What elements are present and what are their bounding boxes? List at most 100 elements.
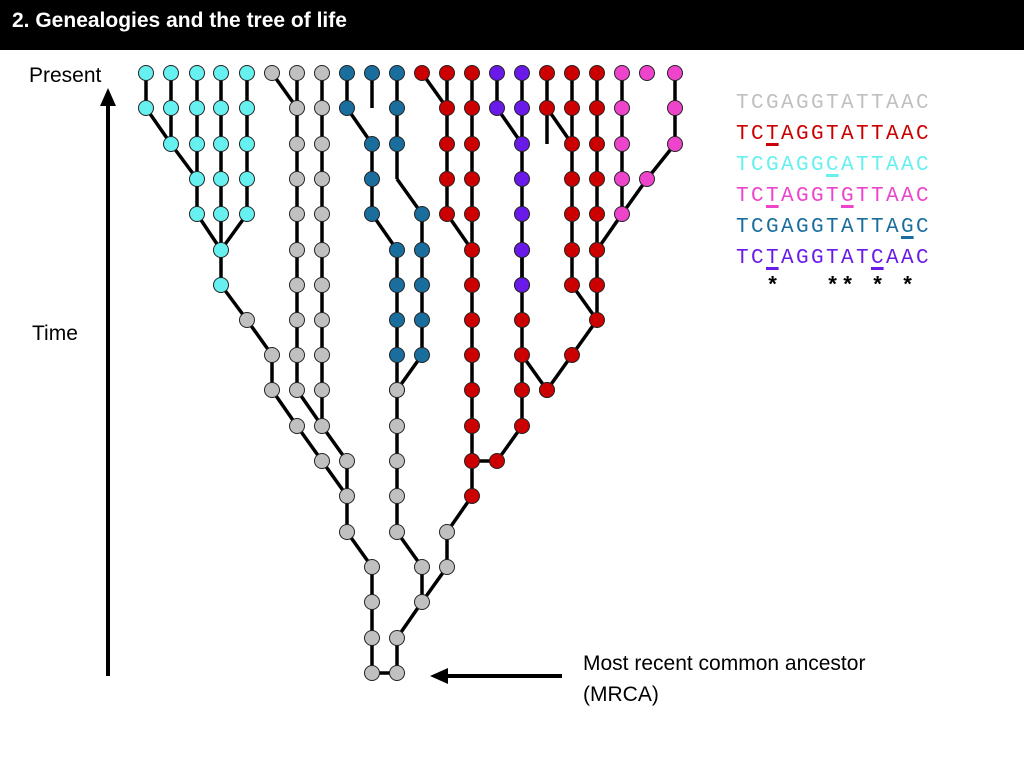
mrca-arrow-head-icon: [430, 668, 448, 684]
tree-node: [614, 206, 630, 222]
tree-node: [314, 136, 330, 152]
tree-node: [163, 136, 179, 152]
tree-node: [289, 65, 305, 81]
tree-node: [514, 242, 530, 258]
present-label: Present: [29, 64, 102, 87]
tree-node: [314, 206, 330, 222]
tree-node: [239, 65, 255, 81]
tree-node: [667, 65, 683, 81]
tree-node: [364, 171, 380, 187]
tree-node: [314, 242, 330, 258]
tree-node: [389, 100, 405, 116]
tree-node: [464, 312, 480, 328]
tree-node: [189, 65, 205, 81]
tree-node: [389, 347, 405, 363]
tree-node: [213, 277, 229, 293]
tree-node: [389, 524, 405, 540]
tree-node: [514, 347, 530, 363]
tree-node: [514, 136, 530, 152]
tree-node: [589, 277, 605, 293]
tree-node: [389, 242, 405, 258]
tree-node: [189, 136, 205, 152]
tree-node: [489, 100, 505, 116]
tree-node: [414, 242, 430, 258]
tree-node: [564, 171, 580, 187]
tree-node: [314, 347, 330, 363]
slide-title: 2. Genealogies and the tree of life: [12, 9, 347, 32]
tree-node: [589, 242, 605, 258]
tree-node: [364, 594, 380, 610]
tree-nodes: [138, 65, 683, 681]
mrca-label-line2: (MRCA): [583, 683, 659, 706]
tree-node: [389, 488, 405, 504]
tree-node: [389, 136, 405, 152]
tree-node: [138, 65, 154, 81]
tree-node: [439, 171, 455, 187]
tree-node: [389, 665, 405, 681]
tree-node: [414, 277, 430, 293]
tree-node: [514, 65, 530, 81]
tree-node: [514, 418, 530, 434]
tree-node: [339, 100, 355, 116]
tree-node: [213, 206, 229, 222]
tree-node: [564, 136, 580, 152]
tree-node: [389, 277, 405, 293]
tree-node: [339, 65, 355, 81]
tree-node: [339, 524, 355, 540]
tree-node: [564, 277, 580, 293]
tree-node: [138, 100, 154, 116]
tree-node: [614, 171, 630, 187]
tree-node: [189, 206, 205, 222]
tree-node: [667, 136, 683, 152]
tree-node: [564, 65, 580, 81]
tree-node: [314, 453, 330, 469]
tree-node: [213, 100, 229, 116]
tree-node: [464, 242, 480, 258]
tree-node: [564, 206, 580, 222]
tree-node: [289, 418, 305, 434]
tree-node: [314, 100, 330, 116]
tree-node: [289, 100, 305, 116]
title-bar: 2. Genealogies and the tree of life: [0, 0, 1024, 50]
tree-node: [163, 65, 179, 81]
tree-node: [439, 559, 455, 575]
tree-node: [464, 347, 480, 363]
tree-node: [514, 277, 530, 293]
tree-node: [364, 630, 380, 646]
tree-node: [589, 171, 605, 187]
tree-node: [239, 312, 255, 328]
tree-node: [239, 136, 255, 152]
tree-node: [364, 559, 380, 575]
tree-node: [314, 382, 330, 398]
tree-node: [389, 312, 405, 328]
tree-node: [589, 136, 605, 152]
tree-node: [314, 171, 330, 187]
tree-node: [564, 347, 580, 363]
tree-node: [464, 382, 480, 398]
tree-node: [389, 418, 405, 434]
tree-node: [564, 100, 580, 116]
tree-node: [514, 382, 530, 398]
tree-node: [439, 524, 455, 540]
tree-node: [614, 136, 630, 152]
tree-node: [439, 206, 455, 222]
tree-node: [439, 100, 455, 116]
tree-node: [439, 65, 455, 81]
tree-node: [414, 594, 430, 610]
tree-node: [289, 312, 305, 328]
tree-node: [289, 277, 305, 293]
tree-node: [464, 277, 480, 293]
tree-node: [589, 100, 605, 116]
tree-node: [589, 206, 605, 222]
tree-node: [364, 665, 380, 681]
tree-node: [314, 312, 330, 328]
tree-node: [539, 100, 555, 116]
tree-node: [289, 171, 305, 187]
tree-node: [639, 65, 655, 81]
time-label: Time: [32, 322, 78, 345]
